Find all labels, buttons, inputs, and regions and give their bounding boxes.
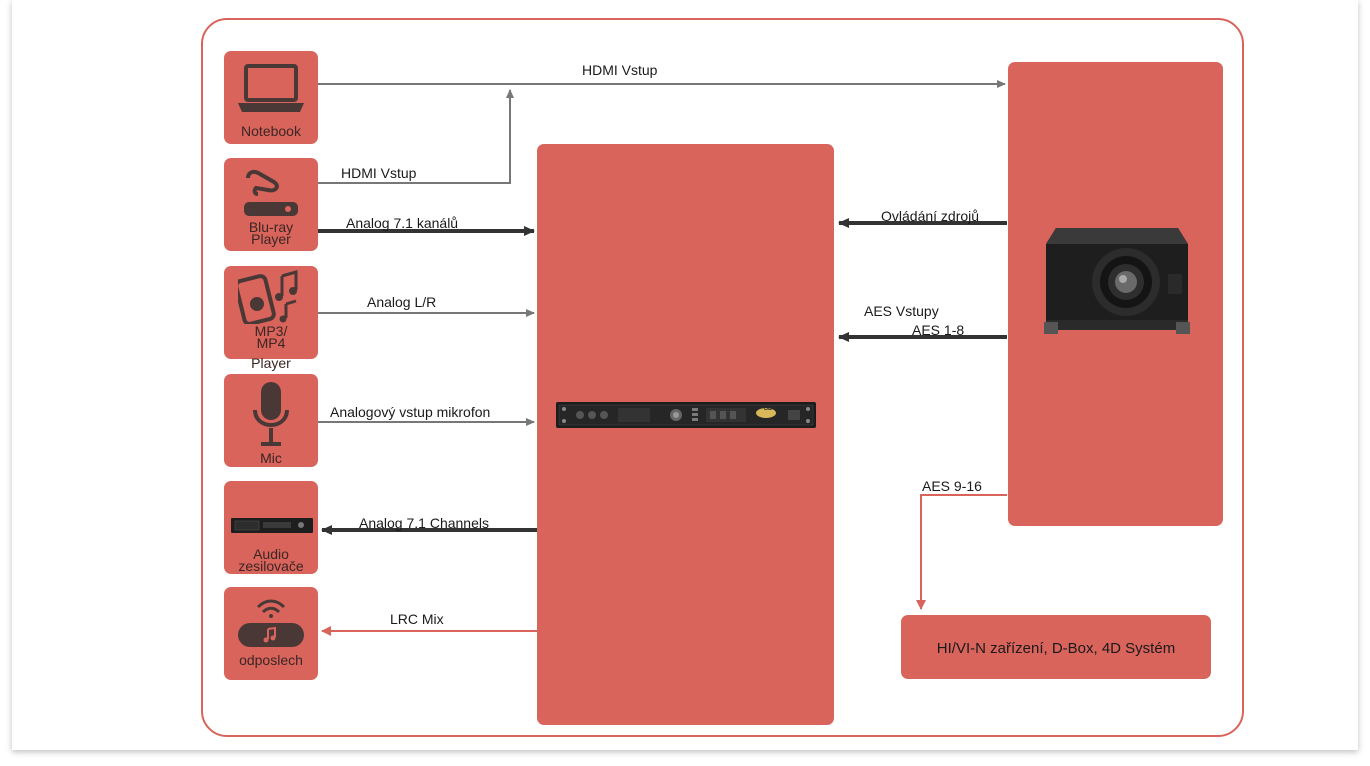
source-label: Player [251,231,291,247]
label-aes-in: AES Vstupy [864,303,939,319]
source-amplifier: Audio zesilovače [224,481,318,574]
line-hdmi-bluray [318,89,514,184]
brand-label: GDC [763,406,777,412]
speaker-icon [238,599,304,647]
projector-server [1008,62,1223,526]
label-hdmi-bluray: HDMI Vstup [341,165,417,181]
source-bluray: Blu-ray Player [224,158,318,251]
music-player-icon [238,270,298,324]
label-aes-9-16: AES 9-16 [922,478,982,494]
label-aes-1-8: AES 1-8 [912,322,965,338]
laptop-icon [238,64,304,112]
source-label: Player [251,355,291,371]
projector-icon [1044,228,1190,334]
source-label: MP4 [256,335,286,351]
source-label: zesilovače [238,558,304,574]
label-analog-lr: Analog L/R [367,294,437,310]
audio-processor: GDC [537,144,834,725]
source-label: Notebook [241,123,301,139]
amplifier-icon [231,518,313,533]
label-analog71-in: Analog 7.1 kanálů [346,215,459,231]
microphone-icon [253,382,289,446]
source-label: MP3/ [254,323,288,339]
diagram-frame [201,18,1244,737]
line-aes-9-16 [916,494,1007,610]
source-label: Audio [253,546,289,562]
source-monitor: odposlech [224,587,318,680]
source-mp3: MP3/ MP4 Player [224,266,318,370]
source-notebook: Notebook [224,51,318,144]
accessibility-label: HI/VI-N zařízení, D-Box, 4D Systém [936,640,1176,657]
rack-processor-icon [556,402,816,428]
label-control: Ovládání zdrojů [881,208,980,224]
bluray-icon [244,169,298,216]
label-analog71-out: Analog 7.1 Channels [359,515,489,531]
label-mic: Analogový vstup mikrofon [330,404,491,420]
label-hdmi-top: HDMI Vstup [582,62,658,78]
label-lrc-mix: LRC Mix [390,611,444,627]
source-label: Mic [260,450,282,466]
source-label: odposlech [239,652,303,668]
accessibility-systems: HI/VI-N zařízení, D-Box, 4D Systém [901,615,1211,679]
source-mic: Mic [224,374,318,467]
source-label: Blu-ray [248,219,294,235]
